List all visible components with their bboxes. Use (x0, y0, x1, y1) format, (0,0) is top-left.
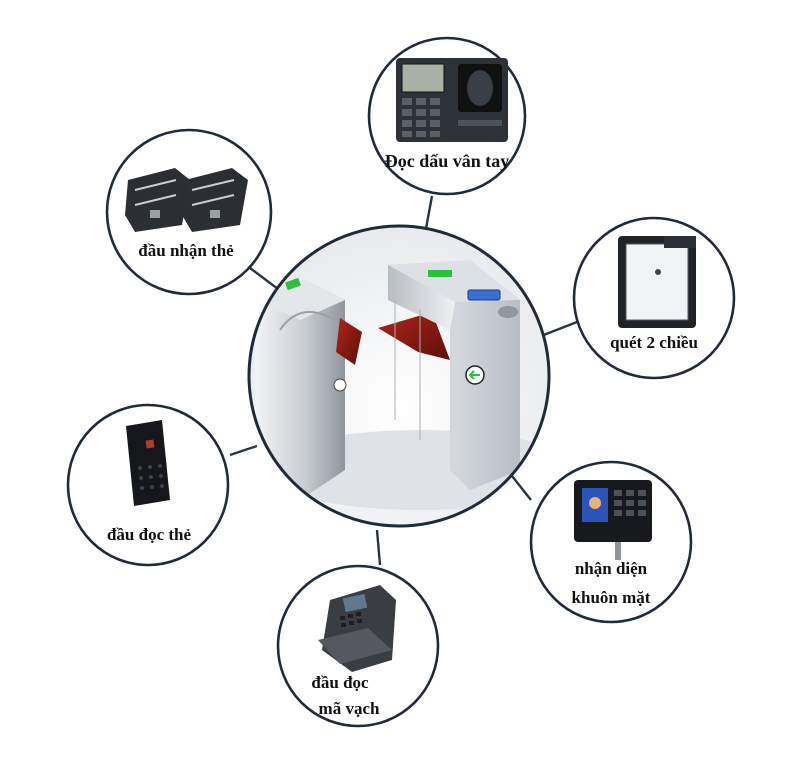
face-recognition-terminal-icon (574, 480, 652, 560)
hand-reader-terminal-icon (318, 585, 396, 672)
node-label-two-way-scanner: quét 2 chiều (610, 333, 698, 352)
node-card-reader (66, 403, 230, 567)
node-label-face-recognition-line1: nhận diện (575, 559, 648, 578)
node-fingerprint (367, 36, 527, 196)
node-two-way-scanner (572, 216, 736, 380)
node-label-card-dispenser: đầu nhận thẻ (138, 241, 234, 260)
card-collector-icon (125, 168, 248, 232)
two-way-scanner-icon (618, 236, 696, 328)
node-barcode-reader (276, 564, 440, 728)
node-face-recognition (529, 460, 693, 624)
flap-barrier-turnstile-icon (247, 224, 551, 528)
node-label-card-reader: đầu đọc thẻ (107, 525, 192, 544)
node-label-barcode-reader-line1: đầu đọc (311, 673, 369, 692)
node-card-dispenser (105, 128, 273, 296)
card-reader-keypad-icon (126, 420, 170, 506)
fingerprint-reader-icon (396, 58, 508, 142)
node-label-barcode-reader-line2: mã vạch (319, 699, 380, 718)
node-label-face-recognition-line2: khuôn mặt (572, 588, 651, 607)
node-label-fingerprint: Đọc dấu vân tay (385, 151, 510, 171)
